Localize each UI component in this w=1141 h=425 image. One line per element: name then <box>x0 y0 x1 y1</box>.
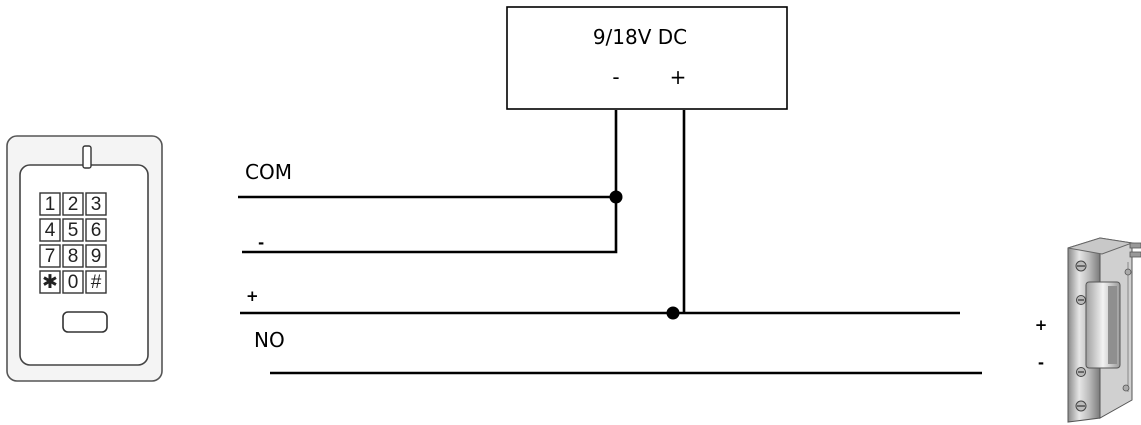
lock-minus-label: - <box>1038 354 1044 372</box>
keypad-key-label-6: 6 <box>91 220 102 241</box>
keypad-key-label-0: 0 <box>68 272 79 293</box>
keypad-key-0 <box>62 270 84 294</box>
keypad-key-label-9: 9 <box>91 246 102 267</box>
lock-terminal-top <box>1129 242 1141 249</box>
junction-plus <box>666 306 680 320</box>
power-supply-label: 9/18V DC <box>593 25 687 49</box>
power-supply: 9/18V DC - + <box>506 6 788 110</box>
junction-com <box>609 190 623 204</box>
keypad-key-5 <box>62 218 84 242</box>
no-label: NO <box>254 328 285 352</box>
power-supply-minus-label: - <box>612 65 619 89</box>
keypad-key-2 <box>62 192 84 216</box>
plus-wire-label: + <box>246 287 259 305</box>
wires <box>238 110 982 375</box>
keypad-card-slot <box>62 311 108 333</box>
power-supply-plus-label: + <box>670 65 687 89</box>
lock-body-rivet-2 <box>1122 384 1130 392</box>
lock-body-rivet-1 <box>1124 268 1132 276</box>
keypad-inner-frame <box>19 164 149 366</box>
keypad-key-label-hash: # <box>91 272 102 293</box>
minus-wire-label: - <box>258 234 264 252</box>
com-label: COM <box>245 160 292 184</box>
keypad-key-3 <box>85 192 107 216</box>
lock-latch-shadow <box>1108 286 1117 364</box>
psu-minus-wire <box>242 110 618 254</box>
electric-strike-lock <box>1067 237 1141 423</box>
keypad-key-4 <box>39 218 61 242</box>
lock-terminal-bottom <box>1129 251 1141 258</box>
keypad-key-label-1: 1 <box>45 194 56 215</box>
keypad-key-label-5: 5 <box>68 220 79 241</box>
keypad-key-label-7: 7 <box>45 246 56 267</box>
lock-plus-label: + <box>1035 316 1048 334</box>
keypad-indicator-led <box>82 145 92 169</box>
keypad-key-label-star: ✱ <box>42 272 58 293</box>
keypad-key-hash <box>85 270 107 294</box>
keypad-key-1 <box>39 192 61 216</box>
keypad-key-label-8: 8 <box>68 246 79 267</box>
keypad-key-label-4: 4 <box>45 220 56 241</box>
keypad-key-6 <box>85 218 107 242</box>
keypad-key-7 <box>39 244 61 268</box>
keypad-key-label-3: 3 <box>91 194 102 215</box>
keypad-key-8 <box>62 244 84 268</box>
keypad-key-label-2: 2 <box>68 194 79 215</box>
keypad-key-star <box>39 270 61 294</box>
keypad-key-9 <box>85 244 107 268</box>
power-supply-box <box>506 6 788 110</box>
